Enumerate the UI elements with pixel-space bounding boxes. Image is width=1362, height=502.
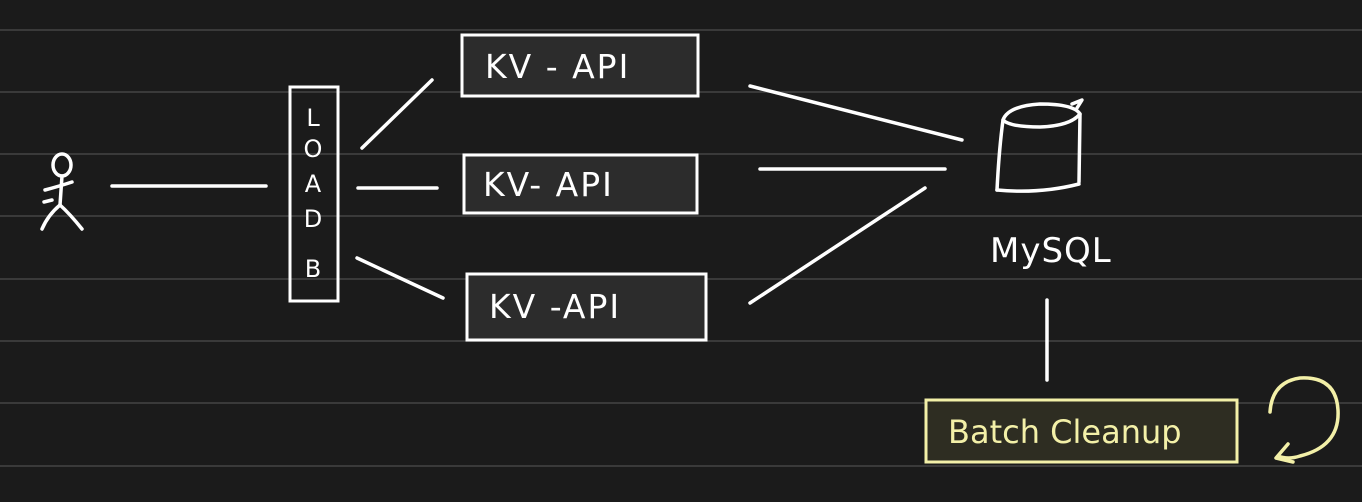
api-server-label: KV- API (483, 165, 614, 204)
api-server-label: KV -API (489, 287, 621, 326)
database-label: MySQL (990, 231, 1112, 271)
api-server-1: KV - API (460, 33, 700, 98)
lb-letter: L (306, 104, 320, 132)
batch-cleanup-label: Batch Cleanup (948, 413, 1182, 451)
connector-lb-api-1 (360, 78, 434, 150)
lb-letter: A (305, 170, 322, 198)
load-balancer: L O A D B (288, 85, 340, 303)
connector-api3-db (748, 186, 927, 305)
api-server-label: KV - API (485, 47, 630, 86)
lb-letter: D (304, 205, 322, 233)
batch-cleanup-box: Batch Cleanup (924, 398, 1239, 464)
connector-api1-db (748, 84, 964, 142)
api-server-2: KV- API (462, 153, 699, 215)
api-server-3: KV -API (465, 272, 708, 342)
database-cylinder-icon (995, 98, 1084, 193)
connector-lb-api-3 (355, 256, 445, 300)
lb-letter: O (304, 135, 323, 163)
loop-circular-arrow-icon (1268, 376, 1340, 464)
lb-letter: B (305, 255, 321, 283)
user-stick-figure-icon (40, 152, 84, 231)
